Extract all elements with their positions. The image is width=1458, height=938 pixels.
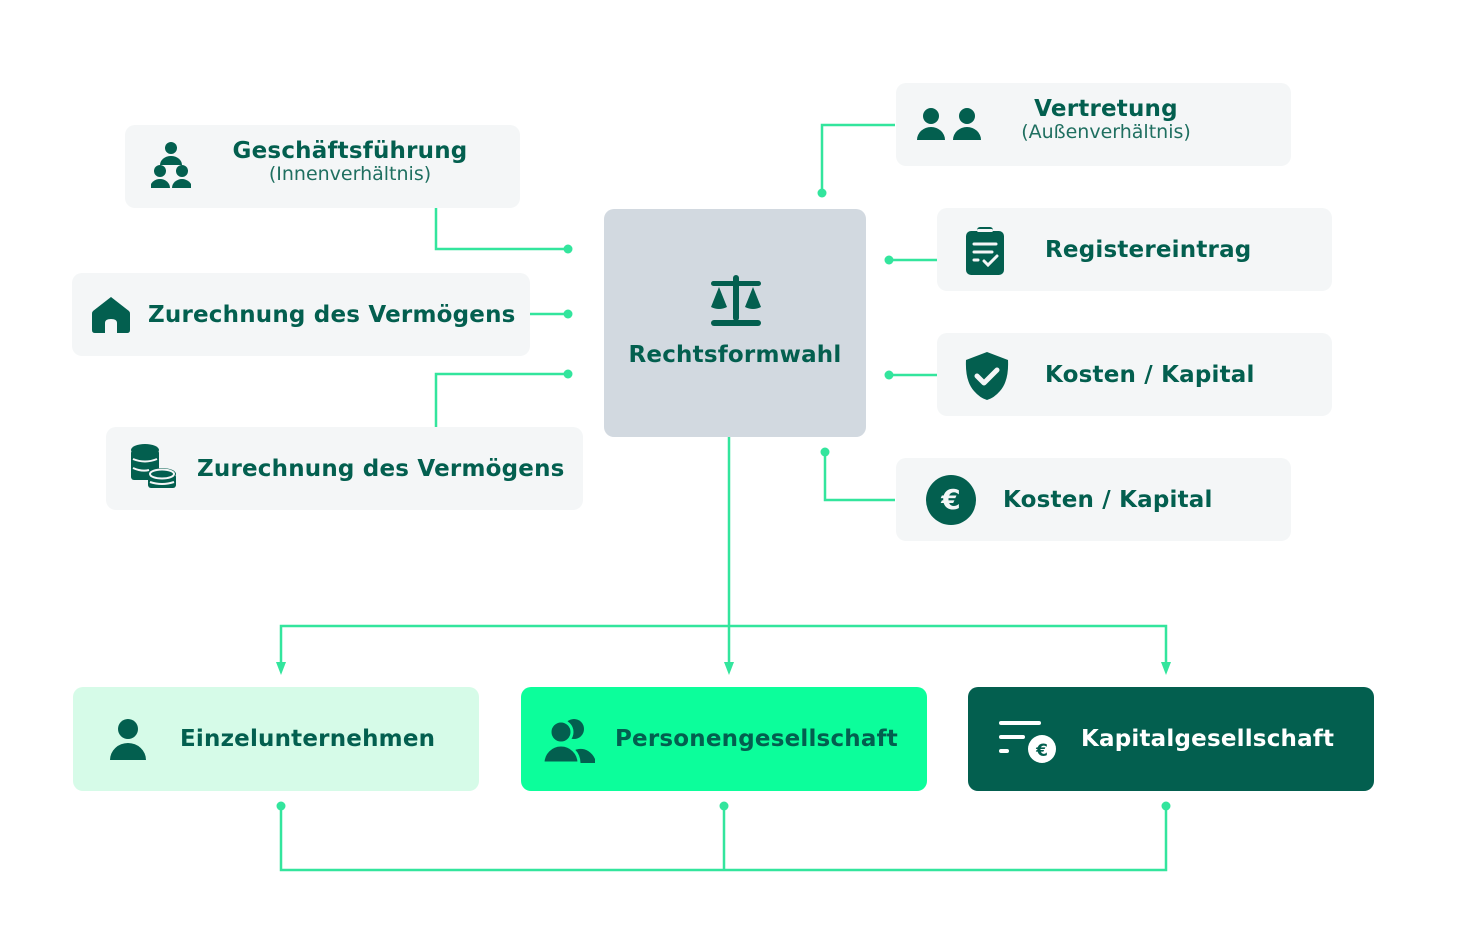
node-registereintrag: Registereintrag <box>937 208 1332 291</box>
arrow-head <box>724 662 734 675</box>
legal-form-label: Einzelunternehmen <box>180 726 436 752</box>
list-euro-icon: € <box>999 721 1056 763</box>
euro-coin-icon: € <box>926 475 976 525</box>
node-title: Kosten / Kapital <box>1003 486 1213 513</box>
connector-dot <box>820 447 830 457</box>
connector-vertretung <box>820 123 895 192</box>
person-icon <box>110 719 146 760</box>
node-kosten-euro: € Kosten / Kapital <box>896 458 1291 541</box>
node-title: Kosten / Kapital <box>1045 361 1255 388</box>
connector-dot <box>276 801 286 811</box>
scales-icon <box>711 275 761 326</box>
legal-form-label: Kapitalgesellschaft <box>1081 726 1335 752</box>
connector-dot <box>563 244 573 254</box>
two-people-icon <box>917 108 981 140</box>
group-icon <box>543 719 595 763</box>
connector-geschaeftsfuehrung <box>434 208 568 251</box>
node-title: Geschäftsführung <box>232 138 468 164</box>
connector-dot <box>884 255 894 265</box>
shield-check-icon <box>965 352 1009 400</box>
people-hierarchy-icon <box>151 142 191 188</box>
clipboard-check-icon <box>966 227 1004 275</box>
legal-form-personengesellschaft: Personengesellschaft <box>521 687 927 791</box>
connector-branch <box>279 624 1168 665</box>
legal-form-kapitalgesellschaft: € Kapitalgesellschaft <box>968 687 1374 791</box>
node-vertretung: Vertretung (Außenverhältnis) <box>896 83 1291 166</box>
node-geschaeftsfuehrung: Geschäftsführung (Innenverhältnis) <box>125 125 520 208</box>
svg-text:€: € <box>1035 741 1048 761</box>
svg-text:€: € <box>940 483 960 516</box>
connector-dot <box>719 801 729 811</box>
node-title: Zurechnung des Vermögens <box>148 301 516 328</box>
connector-dot <box>1161 801 1171 811</box>
legal-form-einzelunternehmen: Einzelunternehmen <box>73 687 479 791</box>
legal-form-label: Personengesellschaft <box>615 726 898 752</box>
house-icon <box>92 297 130 333</box>
node-title: Vertretung <box>1034 96 1178 122</box>
arrow-head <box>276 662 286 675</box>
connector-dot <box>817 188 827 198</box>
arrow-head <box>1161 662 1171 675</box>
node-subtitle: (Innenverhältnis) <box>268 163 432 186</box>
node-title: Zurechnung des Vermögens <box>197 455 565 482</box>
node-zurechnung-muenzen: Zurechnung des Vermögens <box>106 427 583 510</box>
coins-icon <box>131 444 176 488</box>
node-title: Registereintrag <box>1045 236 1252 263</box>
node-zurechnung-haus: Zurechnung des Vermögens <box>72 273 530 356</box>
connector-kosten-2 <box>823 452 895 502</box>
node-kosten-shield: Kosten / Kapital <box>937 333 1332 416</box>
connector-dot <box>563 369 573 379</box>
connector-dot <box>563 309 573 319</box>
center-node-rechtsformwahl: Rechtsformwahl <box>604 209 866 437</box>
node-subtitle: (Außenverhältnis) <box>1021 121 1191 144</box>
connector-zurechnung-2 <box>434 372 568 427</box>
connector-dot <box>884 370 894 380</box>
center-label: Rechtsformwahl <box>628 342 842 368</box>
